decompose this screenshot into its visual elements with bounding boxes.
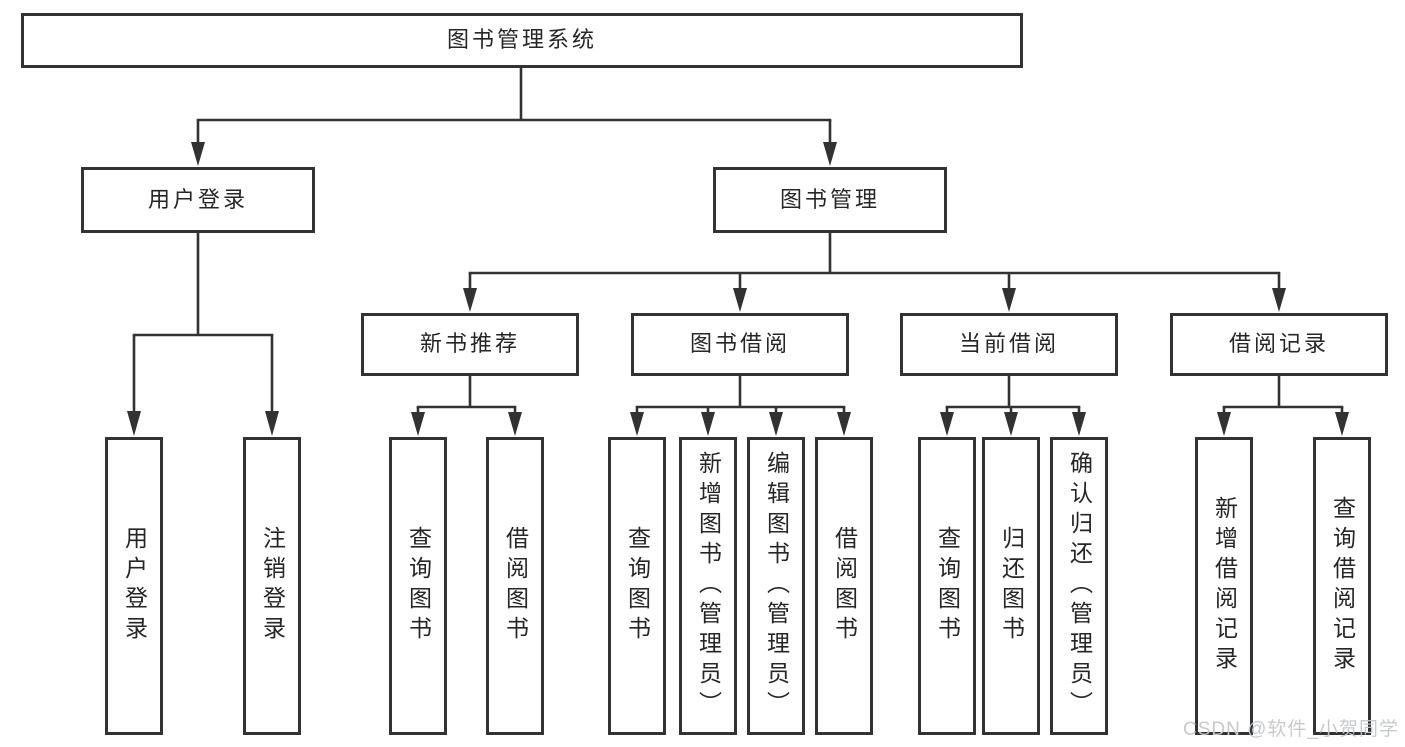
leaf-recommend-borrow-books: 借阅图书: [486, 437, 544, 735]
leaf-borrow-book: 借阅图书: [815, 437, 873, 735]
leaf-current-query-books: 查询图书: [918, 437, 976, 735]
leaf-add-borrow-record: 新增借阅记录: [1195, 437, 1253, 735]
node-root: 图书管理系统: [21, 13, 1023, 68]
leaf-return-book: 归还图书: [982, 437, 1040, 735]
leaf-logout: 注销登录: [243, 437, 301, 735]
leaf-query-borrow-record: 查询借阅记录: [1313, 437, 1371, 735]
node-new-book-recommend: 新书推荐: [361, 313, 579, 376]
csdn-watermark: CSDN @软件_小贺同学: [1183, 719, 1399, 740]
leaf-user-login: 用户登录: [105, 437, 163, 735]
leaf-add-book-admin: 新增图书（管理员）: [679, 437, 737, 735]
leaf-borrow-query-books: 查询图书: [608, 437, 666, 735]
leaf-edit-book-admin: 编辑图书（管理员）: [747, 437, 805, 735]
leaf-recommend-query-books: 查询图书: [389, 437, 447, 735]
node-user-login: 用户登录: [81, 167, 315, 233]
node-book-borrow: 图书借阅: [631, 313, 849, 376]
node-book-management: 图书管理: [713, 167, 947, 233]
node-current-borrow: 当前借阅: [900, 313, 1118, 376]
leaf-confirm-return-admin: 确认归还（管理员）: [1050, 437, 1108, 735]
node-borrow-records: 借阅记录: [1170, 313, 1388, 376]
